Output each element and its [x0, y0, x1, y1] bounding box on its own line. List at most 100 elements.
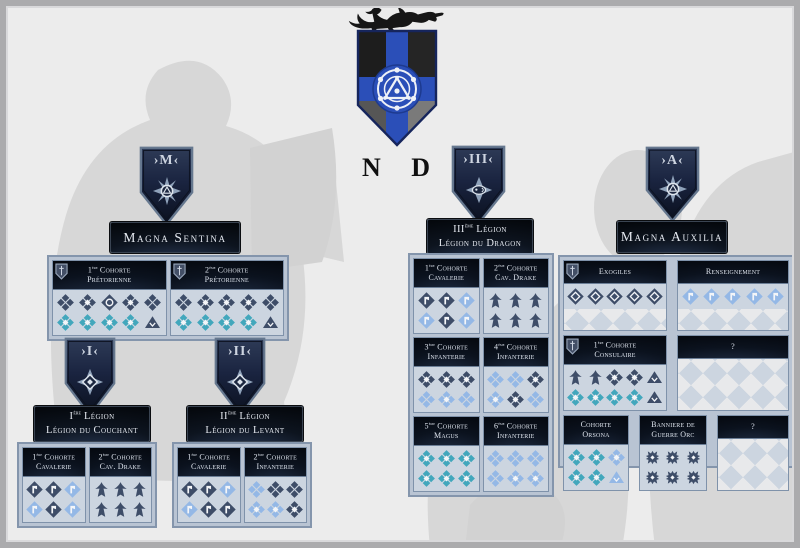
unit-label: Renseignement	[705, 267, 761, 276]
rank-icon-drake	[529, 293, 543, 308]
rank-grid	[245, 477, 307, 522]
rank-icon-core	[196, 294, 214, 311]
rank-grid	[484, 367, 549, 412]
rank-icon-drake	[509, 293, 522, 308]
rank-icon-core	[437, 371, 455, 388]
rank-icon-cav	[200, 501, 217, 518]
rank-icon-cluster	[487, 470, 504, 487]
title-magna-auxilia: Magna Auxilia	[617, 221, 727, 253]
title-line1: IIIème Légion	[453, 223, 507, 235]
unit-header: ?	[718, 416, 788, 439]
rank-icon-cav	[438, 312, 455, 329]
rank-icon-ring	[606, 288, 624, 305]
title-line2: Légion du Dragon	[438, 237, 522, 249]
rank-grid	[564, 365, 666, 410]
rank-icon-cluster	[285, 481, 303, 498]
dragon-icon	[348, 7, 444, 32]
rank-icon-core	[527, 371, 545, 388]
vacant-slots	[718, 439, 788, 490]
title-magna-sentina: Magna Sentina	[110, 222, 240, 253]
rank-icon-cav	[417, 292, 435, 309]
rank-icon-core	[437, 470, 455, 487]
rank-icon-ring	[626, 288, 643, 305]
rank-icon-core	[57, 314, 75, 331]
rank-icon-core	[417, 470, 435, 487]
rank-icon-cav	[682, 288, 699, 305]
banner-legion-2: ›II‹	[214, 337, 266, 419]
unit-panel-exogiles: Exogiles	[563, 260, 667, 331]
unit-label: ?	[751, 422, 755, 431]
rank-icon-core	[527, 470, 545, 487]
faction-shield-icon	[356, 29, 438, 147]
rank-icon-core	[218, 314, 236, 331]
rank-icon-core	[457, 470, 475, 487]
rank-icon-cluster	[266, 481, 284, 498]
rank-icon-cav	[458, 312, 475, 329]
rank-icon-core	[100, 314, 118, 331]
rank-icon-drake	[114, 502, 127, 517]
vacant-slots	[678, 309, 788, 330]
rank-icon-orc	[686, 450, 701, 465]
rank-icon-cluster	[507, 450, 525, 467]
rank-icon-core	[457, 371, 475, 388]
rank-icon-officer	[262, 316, 278, 329]
rank-icon-orc	[645, 450, 659, 465]
rank-icon-ring	[645, 288, 663, 305]
rank-icon-cluster	[247, 481, 265, 498]
rank-icon-core	[587, 449, 605, 466]
rank-grid	[178, 477, 240, 522]
rank-icon-cav	[417, 312, 435, 329]
unit-badge-shield-icon	[55, 263, 68, 280]
rank-icon-core	[122, 314, 140, 331]
title-line2: Légion du Couchant	[46, 425, 138, 436]
rank-icon-cav	[219, 481, 237, 498]
rank-icon-cav	[458, 292, 475, 309]
unit-header: ?	[678, 336, 788, 359]
banner-glyph: ›I‹	[81, 344, 99, 360]
rank-grid	[171, 290, 284, 335]
rank-grid	[640, 445, 706, 490]
rank-icon-orc	[666, 470, 680, 485]
rank-icon-core	[507, 391, 525, 408]
rank-icon-ring	[587, 288, 604, 305]
rank-icon-core	[240, 314, 257, 331]
rank-grid	[23, 477, 85, 522]
rank-icon-cav	[745, 288, 763, 305]
rank-icon-cav	[703, 288, 720, 305]
rank-icon-cluster	[417, 391, 435, 408]
rank-icon-drake	[114, 482, 127, 497]
rank-grid	[414, 288, 479, 333]
rank-icon-core	[218, 294, 236, 311]
rank-icon-core	[457, 450, 475, 467]
rank-icon-cav	[45, 481, 62, 498]
